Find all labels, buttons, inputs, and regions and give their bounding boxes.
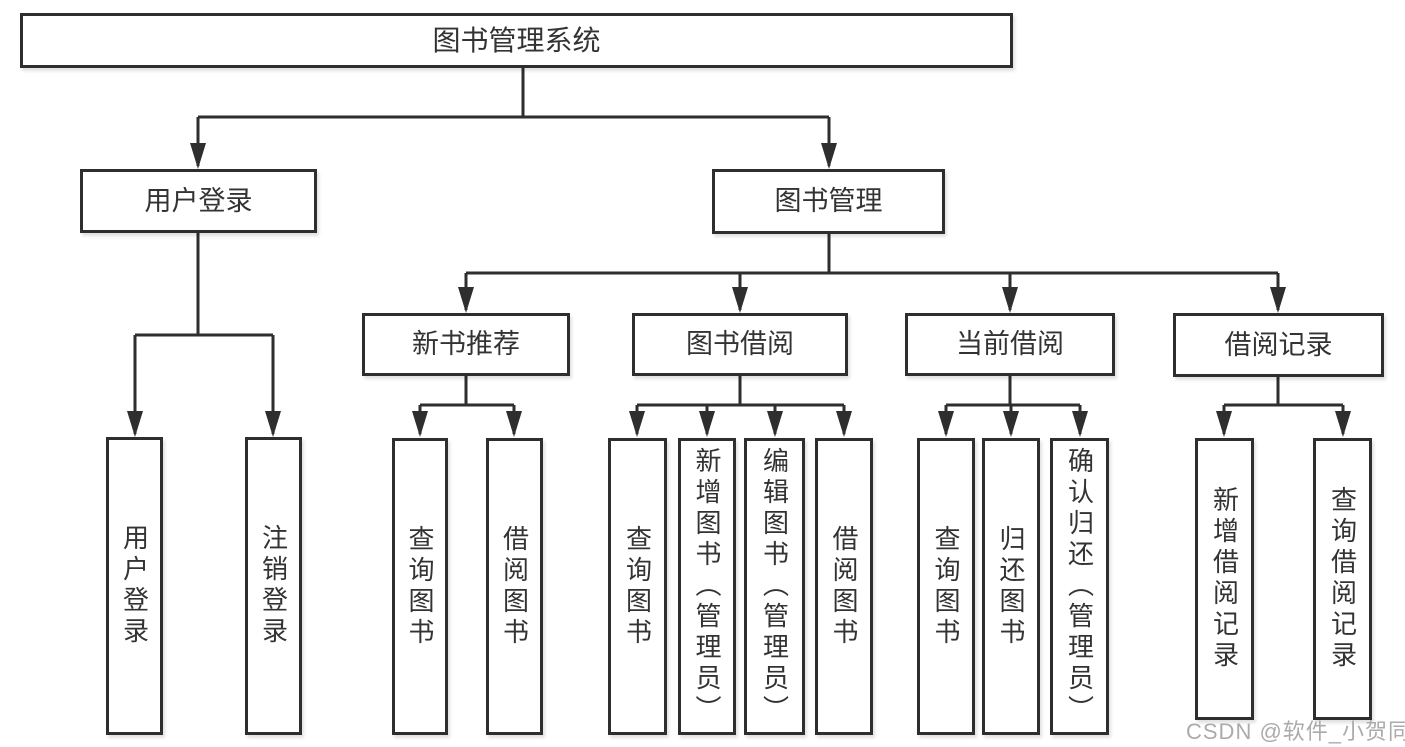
node-edit-books-admin: 编辑图书（管理员） (744, 438, 805, 735)
node-borrowing-records: 借阅记录 (1173, 313, 1384, 377)
node-confirm-return-admin: 确认归还（管理员） (1050, 438, 1109, 735)
node-borrowing-query-books: 查询图书 (608, 438, 667, 735)
node-query-borrow-record: 查询借阅记录 (1313, 438, 1372, 720)
node-current-query-books: 查询图书 (917, 438, 975, 735)
csdn-watermark: CSDN @软件_小贺同学 (1186, 719, 1405, 744)
node-recommend-query-books: 查询图书 (392, 438, 448, 735)
node-new-book-recommendation: 新书推荐 (362, 313, 570, 376)
node-book-management-module: 图书管理 (712, 169, 945, 234)
node-add-borrow-record: 新增借阅记录 (1195, 438, 1254, 720)
node-borrowing-borrow-books: 借阅图书 (815, 438, 873, 735)
node-user-login: 用户登录 (106, 437, 163, 735)
node-user-login-module: 用户登录 (80, 169, 317, 233)
node-current-borrowing: 当前借阅 (905, 313, 1115, 376)
node-logout: 注销登录 (245, 437, 302, 735)
node-return-books: 归还图书 (982, 438, 1040, 735)
node-add-books-admin: 新增图书（管理员） (678, 438, 736, 735)
node-library-management-system: 图书管理系统 (20, 13, 1013, 68)
node-recommend-borrow-books: 借阅图书 (486, 438, 543, 735)
node-book-borrowing: 图书借阅 (632, 313, 848, 376)
